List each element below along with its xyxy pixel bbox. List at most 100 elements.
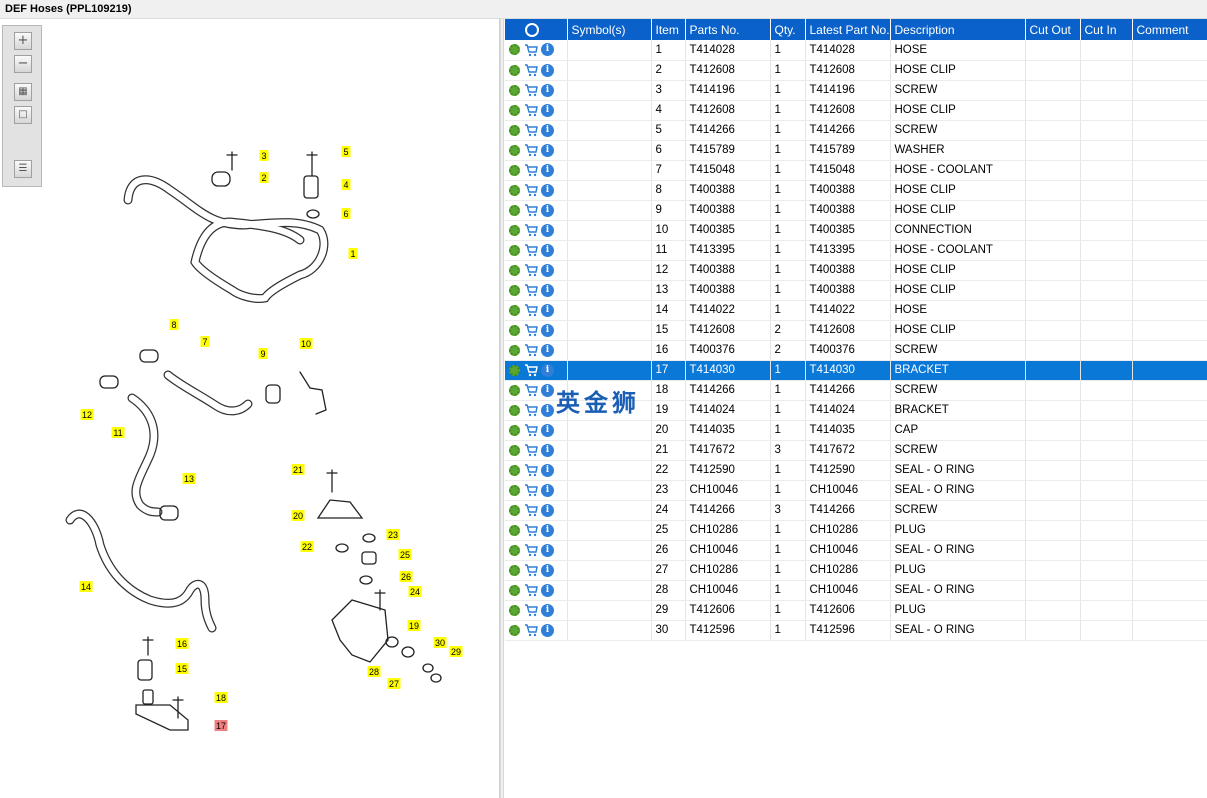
cart-icon[interactable] [524,143,538,157]
cart-icon[interactable] [524,83,538,97]
callout-13[interactable]: 13 [182,473,196,484]
list-arrow-icon[interactable]: ☰ [14,160,32,178]
gear-icon[interactable] [509,424,520,436]
info-icon[interactable]: i [541,343,554,357]
gear-icon[interactable] [509,504,520,516]
gear-icon[interactable] [509,204,520,216]
info-icon[interactable]: i [541,263,554,277]
search-icon[interactable] [525,22,539,37]
column-header-icons[interactable] [505,19,568,40]
column-header-comment[interactable]: Comment [1132,19,1207,40]
gear-icon[interactable] [509,404,520,416]
callout-22[interactable]: 22 [300,541,314,552]
plus-icon[interactable]: + [14,32,32,50]
info-icon[interactable]: i [541,103,554,117]
info-icon[interactable]: i [541,543,554,557]
cart-icon[interactable] [524,563,538,577]
callout-17[interactable]: 17 [214,720,228,731]
gear-icon[interactable] [509,324,520,336]
gear-icon[interactable] [509,484,520,496]
info-icon[interactable]: i [541,43,554,57]
gear-icon[interactable] [509,604,520,616]
cart-icon[interactable] [524,443,538,457]
callout-16[interactable]: 16 [175,638,189,649]
info-icon[interactable]: i [541,603,554,617]
cart-icon[interactable] [524,423,538,437]
column-header-description[interactable]: Description [890,19,1026,40]
gear-icon[interactable] [509,564,520,576]
callout-15[interactable]: 15 [175,663,189,674]
gear-icon[interactable] [509,84,520,96]
callout-28[interactable]: 28 [367,666,381,677]
gear-icon[interactable] [509,104,520,116]
callout-26[interactable]: 26 [399,571,413,582]
info-icon[interactable]: i [541,503,554,517]
info-icon[interactable]: i [541,563,554,577]
splitter-handle[interactable] [500,19,504,798]
callout-27[interactable]: 27 [387,678,401,689]
cart-icon[interactable] [524,163,538,177]
callout-10[interactable]: 10 [299,338,313,349]
cart-icon[interactable] [524,623,538,637]
info-icon[interactable]: i [541,283,554,297]
callout-23[interactable]: 23 [386,529,400,540]
column-header-qty[interactable]: Qty. [770,19,806,40]
info-icon[interactable]: i [541,223,554,237]
info-icon[interactable]: i [541,423,554,437]
callout-25[interactable]: 25 [398,549,412,560]
gear-icon[interactable] [509,244,520,256]
column-header-part-no[interactable]: Parts No. [685,19,771,40]
cart-icon[interactable] [524,283,538,297]
cart-icon[interactable] [524,543,538,557]
callout-7[interactable]: 7 [200,336,210,347]
gear-icon[interactable] [509,284,520,296]
column-header-cut-in[interactable]: Cut In [1080,19,1133,40]
cart-icon[interactable] [524,383,538,397]
gear-icon[interactable] [509,444,520,456]
gear-icon[interactable] [509,624,520,636]
info-icon[interactable]: i [541,463,554,477]
gear-icon[interactable] [509,224,520,236]
cart-icon[interactable] [524,583,538,597]
callout-8[interactable]: 8 [169,319,179,330]
info-icon[interactable]: i [541,523,554,537]
gear-icon[interactable] [509,264,520,276]
cart-icon[interactable] [524,63,538,77]
callout-20[interactable]: 20 [291,510,305,521]
gear-icon[interactable] [509,184,520,196]
callout-21[interactable]: 21 [291,464,305,475]
gear-icon[interactable] [509,524,520,536]
gear-icon[interactable] [509,124,520,136]
cart-icon[interactable] [524,403,538,417]
cart-icon[interactable] [524,603,538,617]
info-icon[interactable]: i [541,203,554,217]
callout-30[interactable]: 30 [433,637,447,648]
callout-9[interactable]: 9 [258,348,268,359]
info-icon[interactable]: i [541,123,554,137]
cart-icon[interactable] [524,123,538,137]
cart-icon[interactable] [524,363,538,377]
cart-icon[interactable] [524,303,538,317]
cart-icon[interactable] [524,503,538,517]
info-icon[interactable]: i [541,383,554,397]
callout-19[interactable]: 19 [407,620,421,631]
callout-2[interactable]: 2 [259,172,269,183]
callout-11[interactable]: 11 [111,427,125,438]
callout-14[interactable]: 14 [79,581,93,592]
gear-icon[interactable] [509,584,520,596]
callout-24[interactable]: 24 [408,586,422,597]
cart-icon[interactable] [524,523,538,537]
